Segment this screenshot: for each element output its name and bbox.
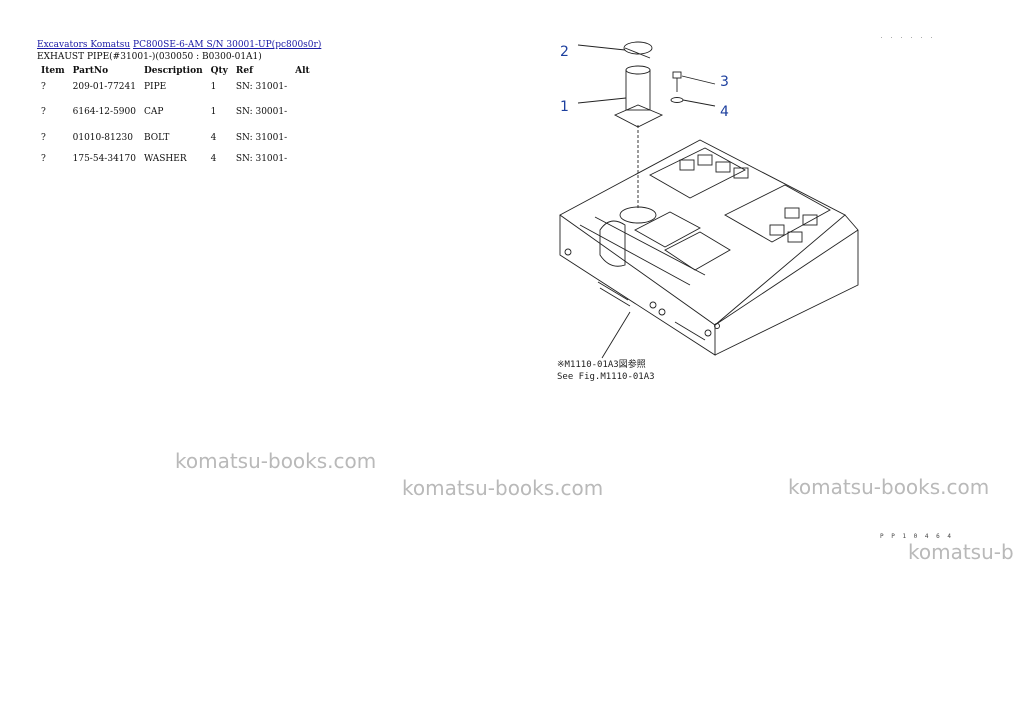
cell-qty: 4: [210, 154, 217, 164]
cell-alt: [291, 154, 314, 172]
cell-alt: [291, 133, 314, 154]
reference-note-jp: ※M1110-01A3図参照: [557, 358, 646, 370]
cell-ref: SN: 30001-: [235, 107, 288, 117]
cell-qty: 1: [210, 82, 217, 92]
cell-ref: SN: 31001-: [235, 133, 288, 143]
cell-alt: [291, 107, 314, 133]
cell-description: CAP: [143, 107, 164, 117]
cell-description: BOLT: [143, 133, 170, 143]
exploded-parts-diagram: 2 1 3 4 ※M1110-01A3図参照 See Fig.M1110-01A…: [557, 41, 859, 382]
table-header-row: Item PartNo Description Qty Ref Alt: [37, 66, 314, 82]
cell-qty: 1: [210, 107, 217, 117]
cell-partno: 209-01-77241: [72, 82, 136, 92]
table-row: ? 175-54-34170 WASHER 4 SN: 31001-: [37, 154, 314, 172]
parts-table: Item PartNo Description Qty Ref Alt ? 20…: [37, 66, 314, 172]
breadcrumb-link-excavators[interactable]: Excavators Komatsu: [37, 40, 131, 50]
header-ref: Ref: [235, 66, 253, 76]
cell-item: ?: [41, 133, 46, 143]
watermark-2: komatsu-books.com: [402, 476, 604, 500]
drawing-code-top: . . . . . .: [880, 34, 936, 40]
watermark-4: komatsu-b: [908, 540, 1014, 564]
table-row: ? 6164-12-5900 CAP 1 SN: 30001-: [37, 107, 314, 133]
table-row: ? 01010-81230 BOLT 4 SN: 31001-: [37, 133, 314, 154]
watermark-3: komatsu-books.com: [788, 475, 990, 499]
header-qty: Qty: [210, 66, 228, 76]
callout-2: 2: [560, 44, 569, 60]
callout-1: 1: [560, 99, 569, 115]
page-title: EXHAUST PIPE(#31001-)(030050 : B0300-01A…: [37, 52, 262, 62]
cell-partno: 175-54-34170: [72, 154, 136, 164]
breadcrumb: Excavators Komatsu PC800SE-6-AM S/N 3000…: [37, 40, 321, 50]
callout-3: 3: [720, 74, 729, 90]
cell-partno: 6164-12-5900: [72, 107, 136, 117]
header-description: Description: [143, 66, 203, 76]
breadcrumb-link-model[interactable]: PC800SE-6-AM S/N 30001-UP(pc800s0r): [133, 40, 322, 50]
reference-note-en: See Fig.M1110-01A3: [557, 372, 655, 382]
drawing-code-bottom: P P 1 0 4 6 4: [880, 533, 953, 540]
callout-labels: 2 1 3 4: [560, 44, 729, 120]
cell-item: ?: [41, 107, 46, 117]
cell-ref: SN: 31001-: [235, 154, 288, 164]
cell-partno: 01010-81230: [72, 133, 133, 143]
header-item: Item: [41, 66, 65, 76]
callout-4: 4: [720, 104, 729, 120]
cell-description: PIPE: [143, 82, 167, 92]
cell-item: ?: [41, 154, 46, 164]
header-alt: Alt: [295, 66, 310, 76]
table-row: ? 209-01-77241 PIPE 1 SN: 31001-: [37, 82, 314, 107]
engine-hood-drawing: [559, 41, 859, 359]
watermark-1: komatsu-books.com: [175, 449, 377, 473]
cell-ref: SN: 31001-: [235, 82, 288, 92]
cell-qty: 4: [210, 133, 217, 143]
cell-description: WASHER: [143, 154, 187, 164]
cell-alt: [291, 82, 314, 107]
cell-item: ?: [41, 82, 46, 92]
header-partno: PartNo: [72, 66, 109, 76]
